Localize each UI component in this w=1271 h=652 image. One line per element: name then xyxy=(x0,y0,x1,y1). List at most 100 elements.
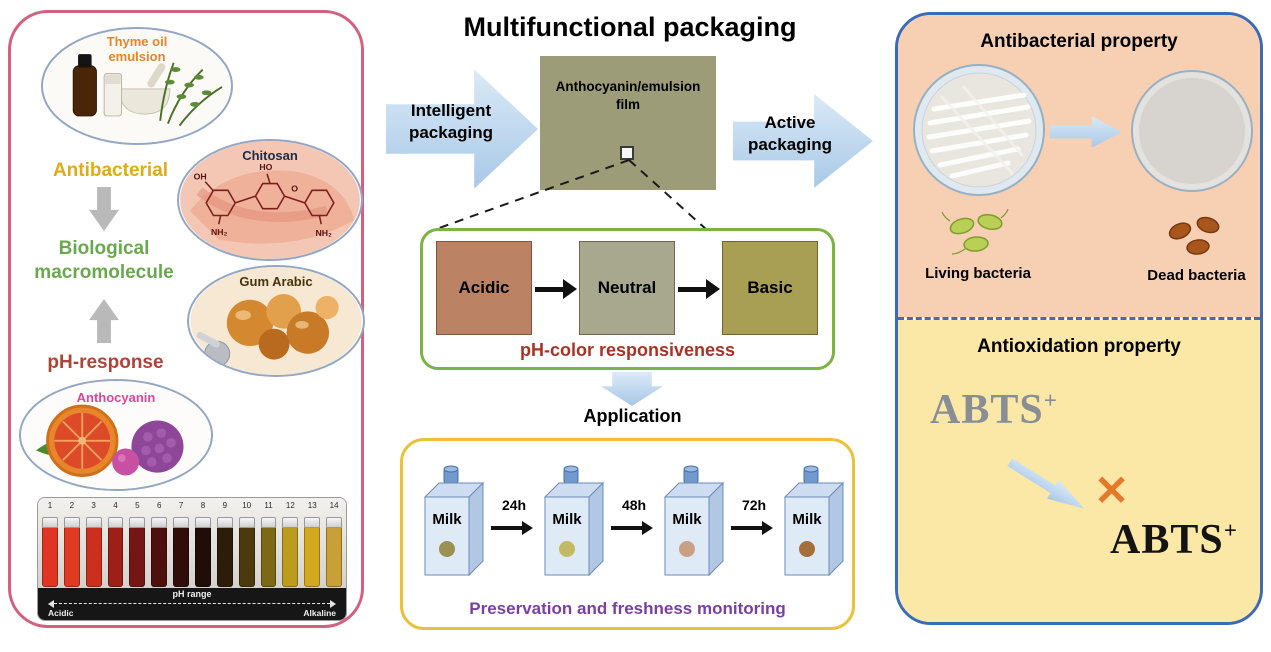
ph-vial xyxy=(304,517,321,587)
ph-number: 9 xyxy=(222,501,228,510)
chitosan-image: OH NH₂ HO O NH₂ Chitosan xyxy=(177,139,363,261)
antioxidation-section: Antioxidation property ABTS+ ✕ ABTS+ xyxy=(898,320,1260,622)
antibacterial-label: Antibacterial xyxy=(52,160,169,181)
basic-color-box: Basic xyxy=(722,241,818,335)
ph-number: 2 xyxy=(69,501,75,510)
ph-number: 4 xyxy=(113,501,118,510)
time-label: 72h xyxy=(741,497,767,513)
arrow-right-icon xyxy=(491,521,533,535)
milk-carton-icon xyxy=(423,465,485,577)
film-label: Anthocyanin/emulsion film xyxy=(555,79,701,113)
zoom-square-icon xyxy=(620,146,634,160)
section-divider xyxy=(898,317,1260,320)
ph-number: 12 xyxy=(285,501,295,510)
milk-color-dot xyxy=(679,541,695,557)
ph-vial xyxy=(173,517,190,587)
neutral-color-box: Neutral xyxy=(579,241,675,335)
chem-label-nh2: NH₂ xyxy=(211,227,228,237)
ph-vial-row: 1 2 3 4 5 6 7 8 9 10 11 12 13 14 xyxy=(38,498,346,588)
thyme-oil-image: Thyme oil emulsion xyxy=(41,27,233,145)
milk-carton-48h: Milk xyxy=(659,455,729,577)
intelligent-packaging-label: Intelligent packaging xyxy=(408,101,494,143)
ph-number: 6 xyxy=(157,501,162,510)
basic-label: Basic xyxy=(747,278,793,297)
milk-monitoring-box: Milk 24h Milk 48h xyxy=(400,438,855,630)
ph-vial xyxy=(151,517,168,587)
ph-number: 7 xyxy=(178,501,184,510)
arrow-down-icon xyxy=(89,187,119,231)
time-step-72h: 72h xyxy=(731,497,777,535)
active-packaging-label: Active packaging xyxy=(747,113,833,155)
antioxidant-arrow-icon xyxy=(1003,452,1090,519)
milk-color-dot xyxy=(559,541,575,557)
alkaline-end-label: Alkaline xyxy=(303,608,336,618)
properties-panel: Antibacterial property xyxy=(895,12,1263,625)
dead-bacteria-icon xyxy=(1168,216,1220,255)
arrow-right-icon xyxy=(731,521,773,535)
ph-number: 11 xyxy=(264,501,273,510)
chem-label-oh: OH xyxy=(194,172,207,182)
ph-numbers: 1 2 3 4 5 6 7 8 9 10 11 12 13 14 xyxy=(42,501,342,513)
thyme-oil-label: Thyme oil emulsion xyxy=(106,34,168,64)
gum-arabic-illustration xyxy=(190,267,362,375)
dashed-connector-lines xyxy=(427,159,708,233)
arrow-up-icon xyxy=(89,299,119,343)
application-label: Application xyxy=(583,406,682,426)
milk-label: Milk xyxy=(552,511,582,528)
ph-vial xyxy=(282,517,299,587)
ph-color-responsiveness-label: pH-color responsiveness xyxy=(519,340,736,360)
petri-dish-living-icon xyxy=(913,64,1045,196)
time-label: 48h xyxy=(621,497,647,513)
ph-number: 3 xyxy=(91,501,96,510)
antibacterial-property-title: Antibacterial property xyxy=(980,31,1178,52)
film-box: Anthocyanin/emulsion film xyxy=(540,56,716,190)
kill-bacteria-arrow-icon xyxy=(1050,116,1122,148)
ph-vial xyxy=(260,517,277,587)
arrow-right-icon xyxy=(611,521,653,535)
arrow-right-icon xyxy=(678,279,720,299)
milk-label: Milk xyxy=(672,511,702,528)
gum-arabic-image: Gum Arabic xyxy=(187,265,365,377)
petri-dish-dead-icon xyxy=(1131,70,1253,192)
milk-color-dot xyxy=(439,541,455,557)
ph-range-label: pH range xyxy=(172,589,212,599)
milk-carton-icon xyxy=(543,465,605,577)
ph-vial xyxy=(129,517,146,587)
ph-response-label: pH-response xyxy=(47,352,164,373)
chem-label-nh2-2: NH₂ xyxy=(315,228,332,238)
acidic-end-label: Acidic xyxy=(48,608,74,618)
milk-carton-icon xyxy=(663,465,725,577)
ph-number: 10 xyxy=(242,501,252,510)
ph-number: 8 xyxy=(200,501,206,510)
milk-carton-0h: Milk xyxy=(419,455,489,577)
anthocyanin-image: Anthocyanin xyxy=(19,379,213,491)
chem-label-ho: HO xyxy=(259,162,272,172)
living-bacteria-icon xyxy=(941,209,1009,255)
abts-radical-initial: ABTS+ xyxy=(930,387,1058,433)
gum-arabic-label: Gum Arabic xyxy=(239,274,313,289)
neutral-label: Neutral xyxy=(597,278,657,297)
ph-vial xyxy=(42,517,58,587)
thyme-oil-illustration xyxy=(44,29,230,143)
chem-label-o: O xyxy=(291,183,298,193)
anthocyanin-label: Anthocyanin xyxy=(76,390,156,405)
milk-color-dot xyxy=(799,541,815,557)
ph-vial xyxy=(195,517,211,587)
ph-vial xyxy=(326,517,343,587)
ph-vials xyxy=(42,513,343,587)
living-bacteria-label: Living bacteria xyxy=(925,265,1031,282)
ph-color-responsiveness-box: Acidic Neutral Basic pH-color responsive… xyxy=(420,228,835,370)
dead-bacteria-label: Dead bacteria xyxy=(1147,267,1246,284)
application-arrow-icon xyxy=(601,372,663,406)
ph-vial xyxy=(63,517,80,587)
abts-radical-final: ABTS+ xyxy=(1110,517,1238,563)
arrow-right-icon xyxy=(535,279,577,299)
ph-range-band: pH range Acidic Alkaline xyxy=(38,588,346,620)
anthocyanin-illustration xyxy=(22,381,210,489)
ph-range-photo: 1 2 3 4 5 6 7 8 9 10 11 12 13 14 xyxy=(37,497,347,621)
ph-number: 5 xyxy=(135,501,140,510)
chitosan-illustration: OH NH₂ HO O NH₂ xyxy=(180,141,360,259)
preservation-label: Preservation and freshness monitoring xyxy=(469,599,786,618)
ph-vial xyxy=(216,517,233,587)
